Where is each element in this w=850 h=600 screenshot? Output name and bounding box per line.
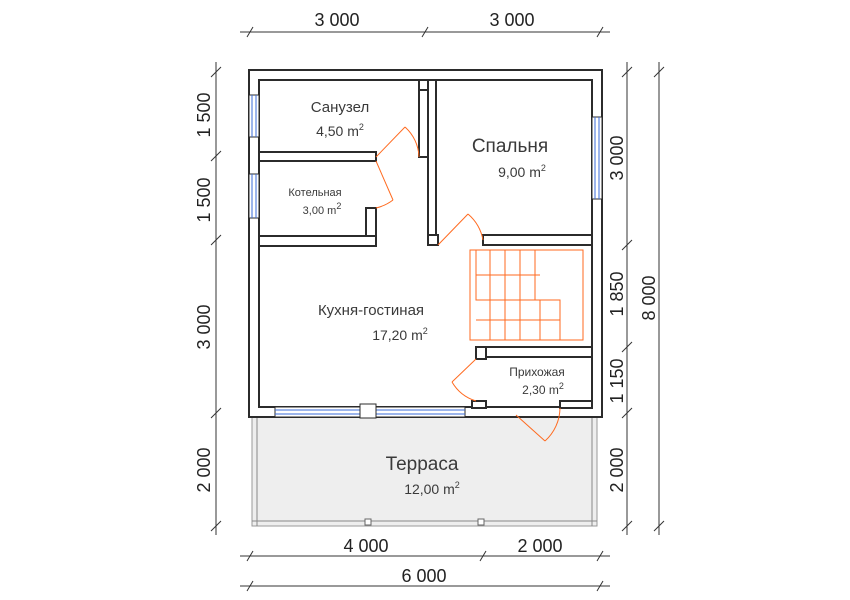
dim-bottom-left: 4 000 [343, 536, 388, 556]
stairs-icon [469, 249, 584, 341]
kitchen-area: 17,20 m [372, 327, 423, 343]
bathroom-area: 4,50 m [316, 123, 359, 139]
dim-top-right: 3 000 [489, 10, 534, 30]
dimension-right [621, 62, 665, 535]
dim-left-4: 2 000 [194, 447, 214, 492]
door-boiler-icon [375, 160, 394, 209]
boiler-area: 3,00 m [303, 205, 337, 217]
svg-text:17,20 m2: 17,20 m2 [372, 326, 428, 343]
dim-left-1: 1 500 [194, 92, 214, 137]
dim-left-2: 1 500 [194, 177, 214, 222]
window-kitchen-bottom-icon [274, 403, 466, 419]
svg-text:12,00 m2: 12,00 m2 [404, 480, 460, 497]
door-entrance-icon [515, 407, 561, 442]
terrace-post [364, 518, 372, 526]
dim-right-4: 2 000 [607, 447, 627, 492]
room-label-boiler: Котельная 3,00 m2 [288, 187, 341, 217]
windows [248, 94, 603, 419]
dim-right-3: 1 150 [607, 358, 627, 403]
room-label-terrace: Терраса 12,00 m2 [386, 454, 460, 497]
inner-walls [258, 79, 593, 409]
door-bathroom-icon [375, 126, 420, 158]
bedroom-area: 9,00 m [498, 164, 541, 180]
door-bedroom-icon [437, 213, 484, 246]
window-bedroom-right-icon [591, 116, 603, 200]
door-hallway-icon [451, 358, 477, 402]
window-boiler-left-icon [248, 173, 260, 219]
room-label-bathroom: Санузел 4,50 m2 [311, 99, 369, 139]
hallway-name: Прихожая [509, 365, 565, 379]
dimension-left [210, 62, 222, 535]
dim-top-left: 3 000 [314, 10, 359, 30]
doors [375, 126, 561, 442]
boiler-name: Котельная [288, 187, 341, 199]
bedroom-name: Спальня [472, 136, 548, 157]
window-bathroom-left-icon [248, 94, 260, 138]
dim-right-1: 3 000 [607, 135, 627, 180]
dim-right-total: 8 000 [639, 275, 659, 320]
svg-text:3,00 m2: 3,00 m2 [303, 201, 342, 217]
terrace-name: Терраса [386, 454, 459, 475]
room-label-bedroom: Спальня 9,00 m2 [472, 136, 548, 180]
hallway-area: 2,30 m [522, 383, 559, 397]
terrace-post [477, 518, 485, 526]
dim-bottom-total: 6 000 [401, 566, 446, 586]
svg-text:9,00 m2: 9,00 m2 [498, 163, 546, 180]
room-label-kitchen: Кухня-гостиная 17,20 m2 [318, 302, 428, 343]
room-label-hallway: Прихожая 2,30 m2 [509, 365, 565, 397]
dim-right-2: 1 850 [607, 271, 627, 316]
svg-text:2,30 m2: 2,30 m2 [522, 381, 564, 397]
dim-bottom-right: 2 000 [517, 536, 562, 556]
bathroom-name: Санузел [311, 99, 369, 116]
kitchen-name: Кухня-гостиная [318, 302, 424, 319]
svg-text:4,50 m2: 4,50 m2 [316, 122, 364, 139]
dimension-bottom [240, 550, 610, 592]
terrace-area: 12,00 m [404, 481, 455, 497]
dimension-top [240, 26, 610, 38]
dim-left-3: 3 000 [194, 304, 214, 349]
